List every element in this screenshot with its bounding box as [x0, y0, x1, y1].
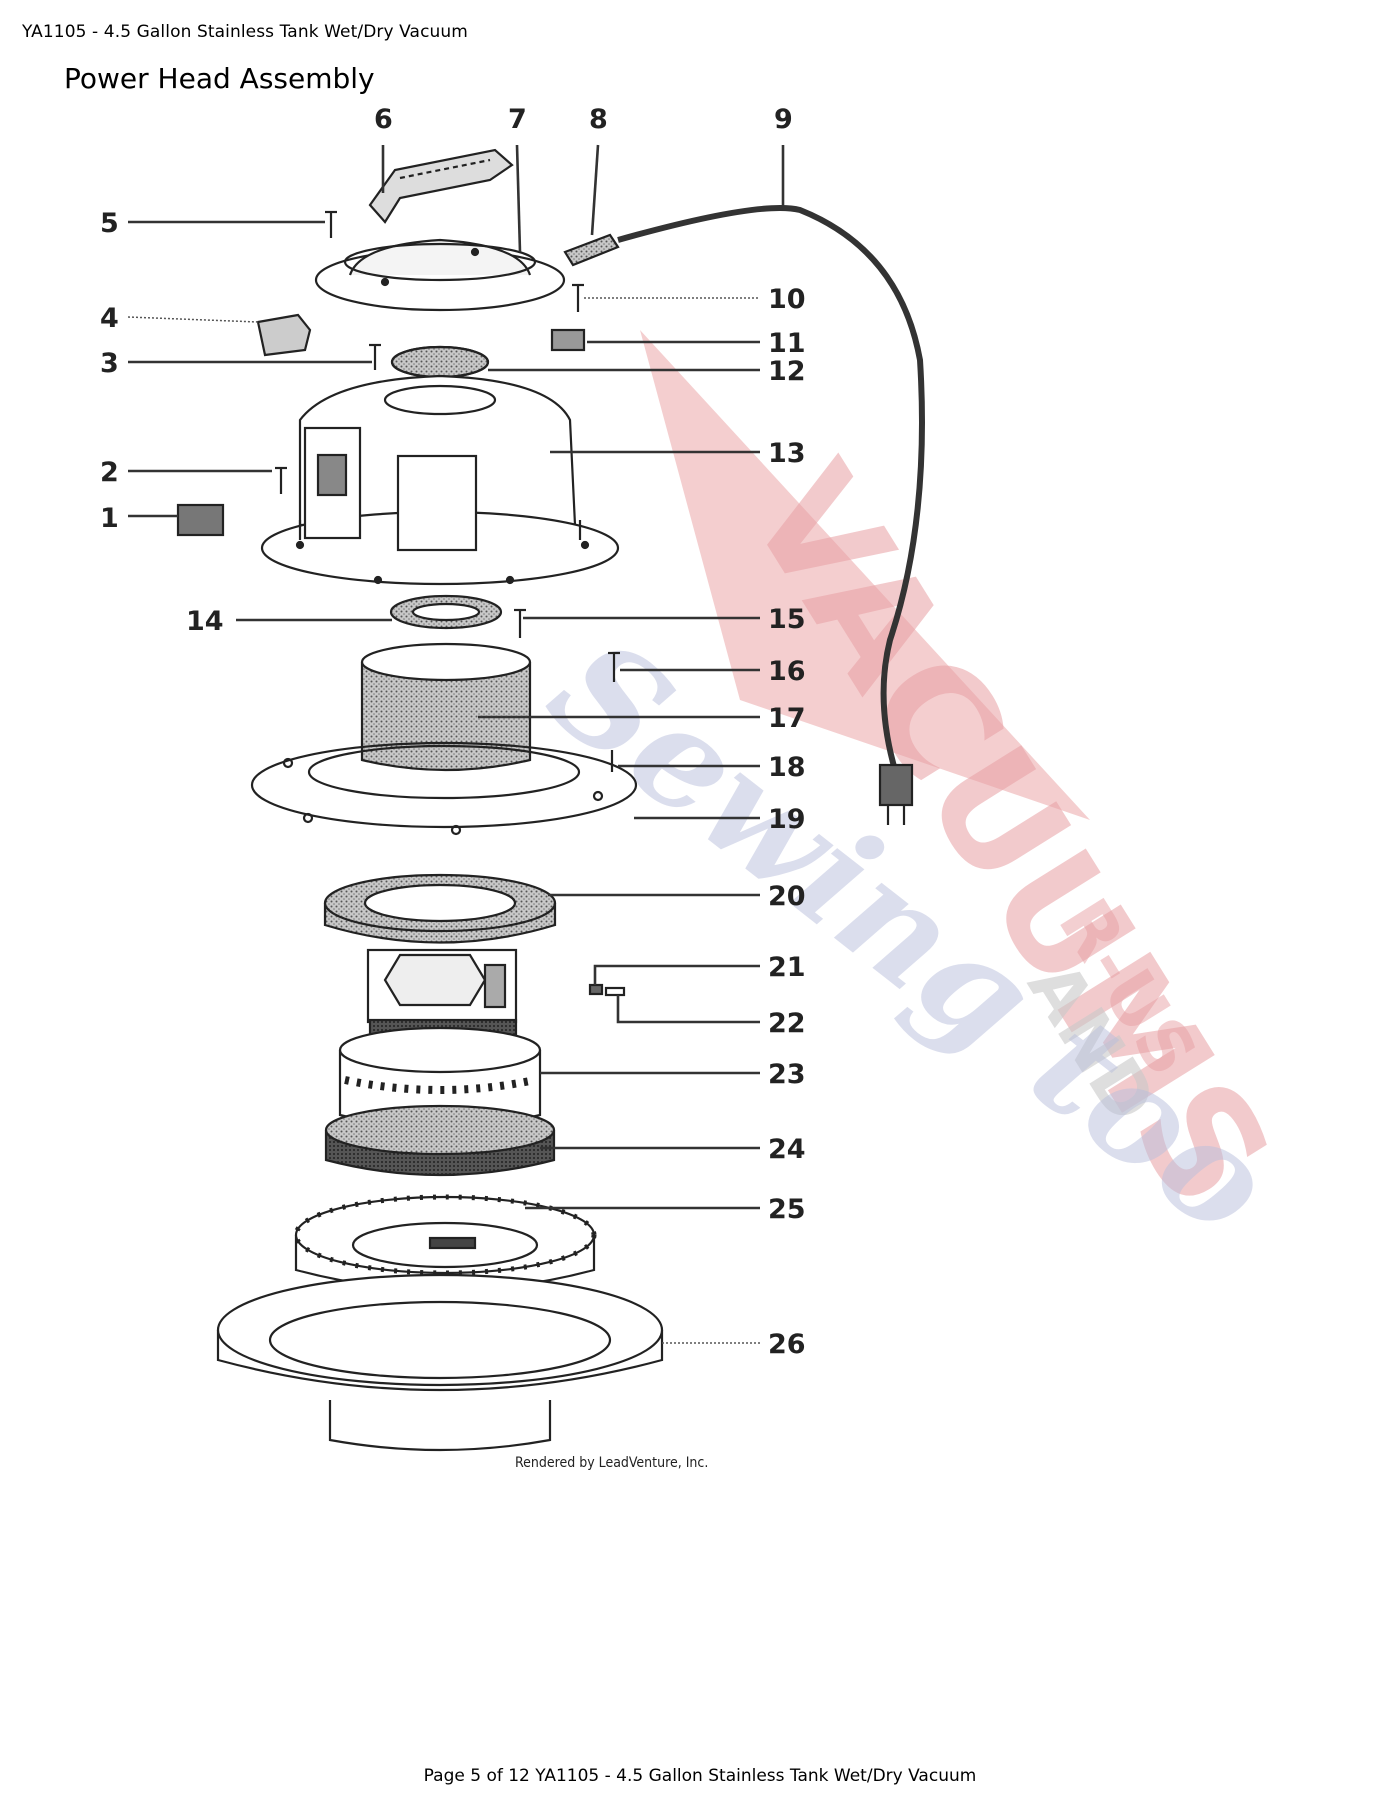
callout-5: 5 [100, 208, 119, 239]
callout-22: 22 [768, 1008, 806, 1039]
part-brush-21-22 [588, 983, 626, 997]
part-filter-17 [360, 642, 532, 772]
part-gasket-14 [389, 594, 503, 630]
part-motor-housing [260, 374, 620, 586]
callout-10: 10 [768, 284, 806, 315]
callout-14: 14 [186, 606, 224, 637]
part-filter-disc [390, 345, 490, 379]
callout-20: 20 [768, 881, 806, 912]
callout-labels: 1 2 3 4 5 6 7 8 9 10 11 12 13 14 15 16 1… [100, 104, 806, 1360]
part-flange-25 [293, 1194, 597, 1292]
callout-23: 23 [768, 1059, 806, 1090]
callout-15: 15 [768, 604, 806, 635]
callout-8: 8 [589, 104, 608, 135]
document-header: YA1105 - 4.5 Gallon Stainless Tank Wet/D… [22, 22, 468, 42]
document-footer: Page 5 of 12 YA1105 - 4.5 Gallon Stainle… [423, 1766, 977, 1786]
part-screw-10 [572, 283, 584, 312]
callout-1: 1 [100, 503, 119, 534]
part-handle [368, 148, 514, 224]
part-screw-15 [514, 608, 526, 638]
part-screw-2 [275, 466, 287, 494]
callout-6: 6 [374, 104, 393, 135]
callout-3: 3 [100, 348, 119, 379]
callout-18: 18 [768, 752, 806, 783]
part-screw-5 [325, 210, 337, 238]
callout-21: 21 [768, 952, 806, 983]
part-base-26 [216, 1273, 664, 1452]
render-credit: Rendered by LeadVenture, Inc. [515, 1455, 708, 1471]
part-screw-16 [608, 651, 620, 682]
callout-17: 17 [768, 703, 806, 734]
part-ring-20 [323, 873, 557, 944]
callout-26: 26 [768, 1329, 806, 1360]
section-title: Power Head Assembly [64, 62, 375, 95]
callout-19: 19 [768, 804, 806, 835]
callout-24: 24 [768, 1134, 806, 1165]
part-strain-relief [563, 233, 620, 267]
part-screw-3 [369, 343, 381, 370]
part-power-cord [617, 205, 925, 825]
callout-11: 11 [768, 328, 806, 359]
parts-drawing [176, 148, 925, 1452]
callout-4: 4 [100, 303, 119, 334]
callout-2: 2 [100, 457, 119, 488]
part-bracket-4 [256, 313, 312, 357]
callout-25: 25 [768, 1194, 806, 1225]
part-plate-19 [250, 741, 638, 836]
part-top-cover [314, 238, 566, 312]
callout-7: 7 [508, 104, 527, 135]
callout-16: 16 [768, 656, 806, 687]
callout-13: 13 [768, 438, 806, 469]
callout-12: 12 [768, 356, 806, 387]
part-clip-11 [550, 328, 586, 352]
leader-lines [127, 144, 785, 1344]
callout-9: 9 [774, 104, 793, 135]
part-gasket-24 [324, 1104, 556, 1177]
part-switch-1 [176, 503, 225, 537]
